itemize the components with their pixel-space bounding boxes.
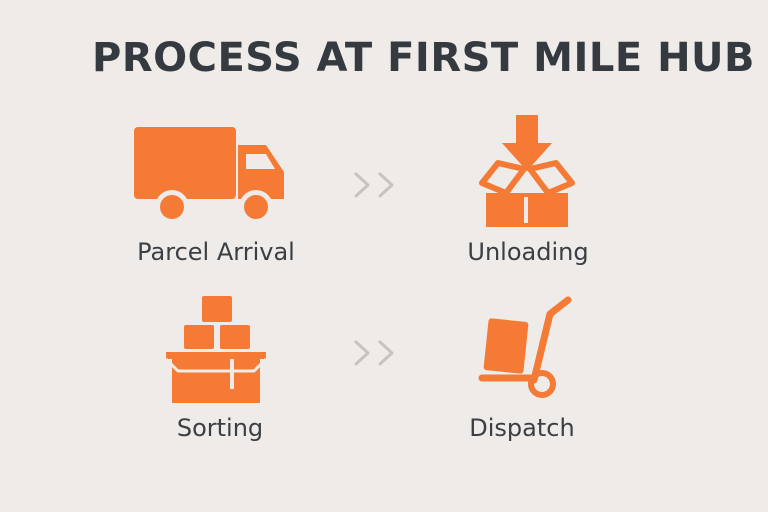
step-label-sorting: Sorting: [176, 414, 264, 442]
double-chevron-right-icon: [354, 172, 394, 198]
stacked-boxes-icon: [164, 296, 268, 403]
box-down-arrow-icon: [479, 115, 575, 227]
hand-truck-icon: [478, 296, 572, 398]
page-title: PROCESS AT FIRST MILE HUB: [92, 35, 756, 81]
double-chevron-right-icon: [354, 340, 394, 366]
step-label-unloading: Unloading: [467, 238, 589, 266]
step-label-dispatch: Dispatch: [469, 414, 575, 442]
delivery-truck-icon: [134, 127, 284, 223]
step-label-parcel-arrival: Parcel Arrival: [137, 238, 295, 266]
